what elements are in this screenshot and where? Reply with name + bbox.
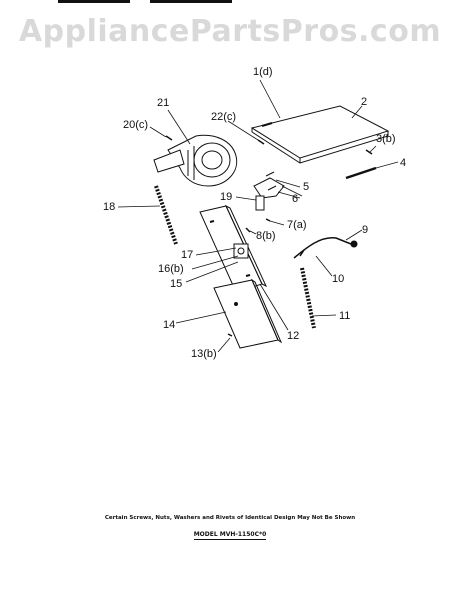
part-wire-harness — [293, 237, 357, 259]
callout-14: 14 — [163, 319, 176, 331]
callout-7a: 7(a) — [287, 219, 307, 231]
callout-4: 4 — [400, 157, 407, 169]
callout-8b: 8(b) — [256, 230, 276, 242]
callout-22c: 22(c) — [211, 111, 237, 123]
model-line: MODEL MVH-1150C*0 — [0, 531, 460, 540]
callout-2: 2 — [361, 96, 368, 108]
callout-16b: 16(b) — [158, 263, 184, 275]
callout-6: 6 — [292, 193, 299, 205]
callout-18: 18 — [103, 201, 116, 213]
callout-11: 11 — [339, 310, 351, 322]
part-rod — [345, 166, 377, 180]
callout-19: 19 — [220, 191, 233, 203]
callout-12: 12 — [287, 330, 300, 342]
callout-15: 15 — [170, 278, 183, 290]
model-number: MODEL MVH-1150C*0 — [193, 531, 267, 540]
callout-21: 21 — [157, 97, 170, 109]
part-coil — [154, 185, 178, 245]
watermark: AppliancePartsPros.com — [18, 14, 442, 49]
callout-13b: 13(b) — [191, 348, 217, 360]
callout-1d: 1(d) — [253, 66, 273, 78]
callout-17: 17 — [181, 249, 194, 261]
callout-10: 10 — [332, 273, 345, 285]
cropped-header-rule-right — [150, 0, 232, 3]
cropped-header-rule-left — [58, 0, 130, 3]
callout-5: 5 — [303, 181, 310, 193]
part-side-strip — [300, 267, 316, 329]
callout-9: 9 — [362, 224, 369, 236]
callout-20c: 20(c) — [123, 119, 149, 131]
footnote: Certain Screws, Nuts, Washers and Rivets… — [104, 515, 356, 521]
callout-3b: 3(b) — [376, 133, 396, 145]
